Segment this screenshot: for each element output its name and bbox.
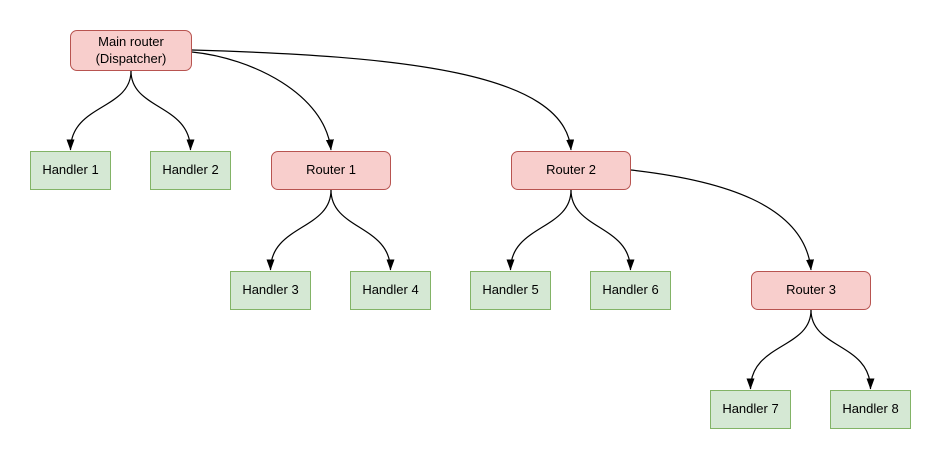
- node-main-router-label: Main router (Dispatcher): [95, 34, 167, 66]
- edge-router-1-to-handler-3: [266, 189, 332, 271]
- edge-main-router-to-handler-2: [130, 70, 195, 151]
- edge-main-router-to-handler-1: [66, 70, 132, 151]
- node-handler-8-label: Handler 8: [842, 401, 899, 417]
- node-handler-6-label: Handler 6: [602, 282, 659, 298]
- node-main-router: Main router (Dispatcher): [70, 30, 192, 71]
- edge-router-2-to-router-3: [630, 169, 815, 271]
- node-handler-3-label: Handler 3: [242, 282, 299, 298]
- edge-router-2-to-handler-6: [570, 189, 635, 271]
- node-router-2: Router 2: [511, 151, 631, 190]
- node-handler-8: Handler 8: [830, 390, 911, 429]
- edge-router-3-to-handler-7: [746, 309, 812, 390]
- node-handler-2: Handler 2: [150, 151, 231, 190]
- node-router-3-label: Router 3: [786, 282, 836, 298]
- node-router-2-label: Router 2: [546, 162, 596, 178]
- node-handler-3: Handler 3: [230, 271, 311, 310]
- node-handler-2-label: Handler 2: [162, 162, 219, 178]
- node-handler-4-label: Handler 4: [362, 282, 419, 298]
- node-handler-1-label: Handler 1: [42, 162, 99, 178]
- node-handler-1: Handler 1: [30, 151, 111, 190]
- node-handler-5-label: Handler 5: [482, 282, 539, 298]
- node-handler-7: Handler 7: [710, 390, 791, 429]
- edge-router-2-to-handler-5: [506, 189, 572, 271]
- node-handler-5: Handler 5: [470, 271, 551, 310]
- node-router-1-label: Router 1: [306, 162, 356, 178]
- node-handler-7-label: Handler 7: [722, 401, 779, 417]
- node-handler-6: Handler 6: [590, 271, 671, 310]
- edge-router-3-to-handler-8: [810, 309, 875, 390]
- node-router-3: Router 3: [751, 271, 871, 310]
- node-handler-4: Handler 4: [350, 271, 431, 310]
- edge-main-router-to-router-2: [191, 49, 575, 151]
- node-router-1: Router 1: [271, 151, 391, 190]
- edge-main-router-to-router-1: [191, 51, 334, 151]
- edge-router-1-to-handler-4: [330, 189, 395, 271]
